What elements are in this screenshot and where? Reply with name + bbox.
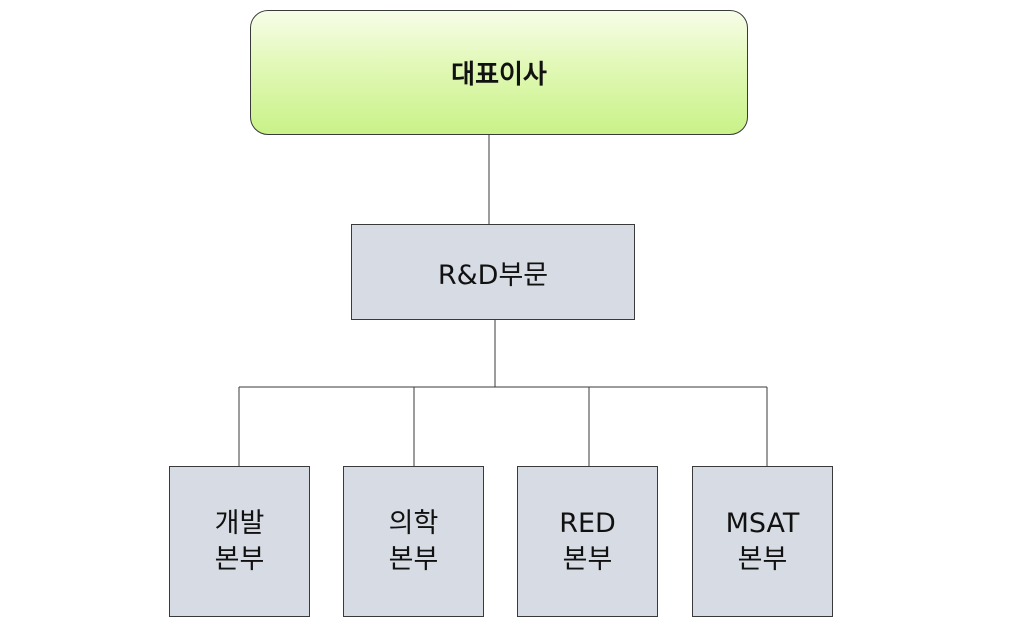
dept-label-line2: 본부 [737,543,788,575]
dept-label-line1: 개발 [214,507,265,539]
dept-box-medical: 의학 본부 [343,466,484,617]
dept-label-line2: 본부 [214,543,265,575]
ceo-box: 대표이사 [250,10,748,135]
dept-box-red: RED 본부 [517,466,658,617]
ceo-label: 대표이사 [451,60,547,90]
dept-label-line2: 본부 [562,543,613,575]
rd-division-box: R&D부문 [351,224,635,320]
dept-label-line1: RED [559,507,616,539]
rd-division-label: R&D부문 [437,259,549,291]
dept-label-line1: 의학 [388,507,439,539]
dept-box-development: 개발 본부 [169,466,310,617]
dept-label-line2: 본부 [388,543,439,575]
dept-box-msat: MSAT 본부 [692,466,833,617]
dept-label-line1: MSAT [725,507,800,539]
